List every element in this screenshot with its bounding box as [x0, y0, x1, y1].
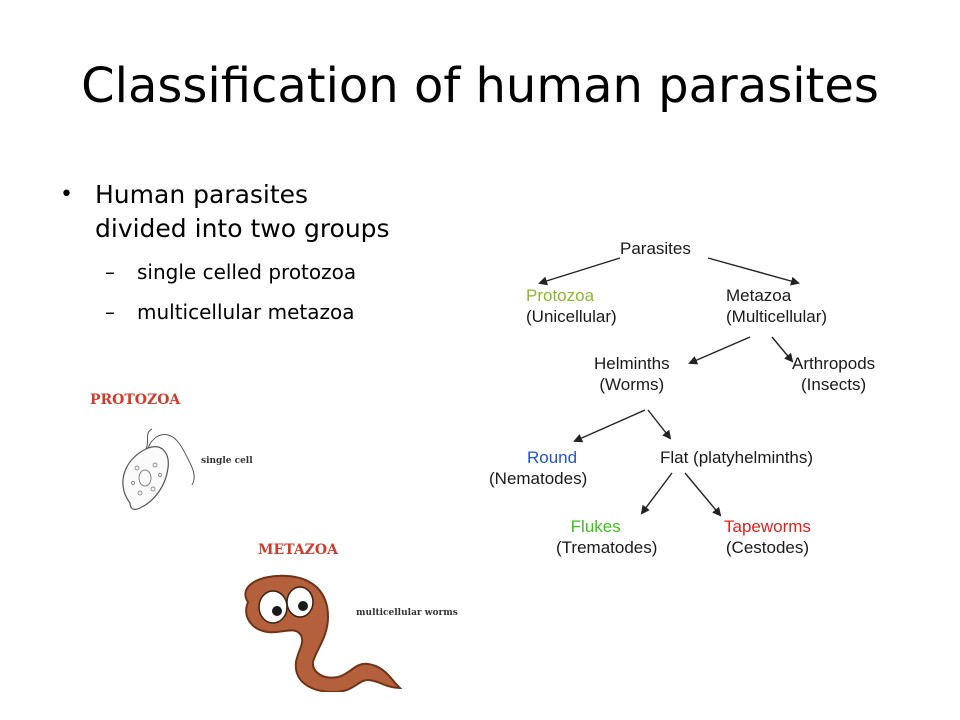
node-arthropods: Arthropods (Insects): [792, 353, 875, 395]
node-flukes-name: Flukes: [570, 517, 621, 536]
arrow-helminths-round: [573, 409, 646, 443]
bullet-item: • Human parasites divided into two group…: [60, 178, 480, 246]
arrow-metazoa-arthropods: [771, 336, 794, 363]
node-arthropods-desc: (Insects): [800, 375, 867, 394]
bullet-text-line2: divided into two groups: [95, 214, 390, 243]
page-title: Classification of human parasites: [81, 58, 879, 114]
protozoa-figure: PROTOZOA single cell: [85, 388, 305, 528]
node-round-name: Round: [527, 448, 578, 467]
node-metazoa: Metazoa (Multicellular): [726, 285, 827, 327]
bullet-dot-icon: •: [60, 182, 73, 207]
node-round-desc: (Nematodes): [489, 469, 588, 488]
dash-icon: –: [105, 300, 115, 324]
bullet-text-line1: Human parasites: [95, 180, 309, 209]
node-metazoa-desc: (Multicellular): [726, 307, 828, 326]
node-helminths-name: Helminths: [594, 354, 670, 373]
metazoa-figure: METAZOA multicellular worms: [228, 540, 468, 692]
classification-tree: Parasites Protozoa (Unicellular) Metazoa…: [480, 225, 920, 570]
protozoa-heading: PROTOZOA: [90, 392, 181, 408]
sub-bullet-item: – multicellular metazoa: [60, 298, 480, 326]
node-helminths-desc: (Worms): [599, 375, 665, 394]
node-tapeworms-desc: (Cestodes): [725, 538, 810, 557]
protozoan-cell-icon: [122, 428, 195, 510]
bullet-list: • Human parasites divided into two group…: [60, 178, 480, 326]
node-protozoa-desc: (Unicellular): [526, 307, 617, 326]
arrow-root-protozoa: [538, 257, 621, 286]
node-helminths: Helminths (Worms): [594, 353, 670, 395]
tree-arrows: [538, 257, 800, 517]
sub-bullet-text: multicellular metazoa: [137, 300, 355, 324]
node-flat: Flat (platyhelminths): [660, 448, 814, 467]
node-round: Round (Nematodes): [489, 447, 587, 489]
arrow-metazoa-helminths: [688, 336, 751, 365]
sub-bullet-item: – single celled protozoa: [60, 258, 480, 286]
arrow-helminths-flat: [647, 409, 672, 440]
node-parasites: Parasites: [620, 239, 691, 258]
arrow-flat-tapeworms: [684, 472, 722, 517]
metazoa-heading: METAZOA: [258, 542, 338, 558]
metazoa-caption: multicellular worms: [356, 608, 458, 618]
node-protozoa-name: Protozoa: [526, 286, 595, 305]
node-flukes-desc: (Trematodes): [556, 538, 658, 557]
worm-cartoon-icon: [244, 574, 403, 692]
node-flukes: Flukes (Trematodes): [556, 516, 657, 558]
arrow-root-metazoa: [707, 257, 800, 286]
node-tapeworms: Tapeworms (Cestodes): [724, 516, 811, 558]
node-arthropods-name: Arthropods: [792, 354, 876, 373]
sub-bullet-text: single celled protozoa: [137, 260, 357, 284]
node-tapeworms-name: Tapeworms: [724, 517, 811, 536]
node-metazoa-name: Metazoa: [726, 286, 792, 305]
dash-icon: –: [105, 260, 115, 284]
protozoa-caption: single cell: [201, 456, 253, 466]
node-protozoa: Protozoa (Unicellular): [526, 285, 617, 327]
arrow-flat-flukes: [640, 472, 673, 515]
